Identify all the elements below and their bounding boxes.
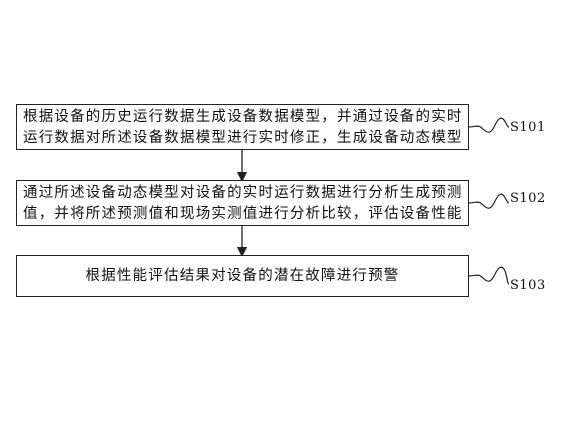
leader-s102 bbox=[468, 193, 510, 209]
step-label-s102: S102 bbox=[510, 191, 546, 206]
leader-s101 bbox=[468, 117, 510, 133]
step-label-s103: S103 bbox=[510, 278, 546, 293]
step-box-s102: 通过所述设备动态模型对设备的实时运行数据进行分析生成预测 值，并将所述预测值和现… bbox=[16, 180, 469, 226]
step-s101-line-1: 根据设备的历史运行数据生成设备数据模型，并通过设备的实时 bbox=[23, 109, 463, 125]
step-s103-line-1: 根据性能评估结果对设备的潜在故障进行预警 bbox=[85, 268, 400, 284]
step-label-s101: S101 bbox=[510, 120, 546, 135]
step-box-s101: 根据设备的历史运行数据生成设备数据模型，并通过设备的实时 运行数据对所述设备数据… bbox=[16, 104, 469, 150]
step-s101-line-2: 运行数据对所述设备数据模型进行实时修正，生成设备动态模型 bbox=[23, 130, 463, 146]
step-box-s103: 根据性能评估结果对设备的潜在故障进行预警 bbox=[16, 255, 469, 297]
step-s102-line-2: 值，并将所述预测值和现场实测值进行分析比较，评估设备性能 bbox=[23, 206, 463, 222]
leader-s103 bbox=[468, 266, 510, 285]
step-s102-line-1: 通过所述设备动态模型对设备的实时运行数据进行分析生成预测 bbox=[23, 185, 463, 201]
